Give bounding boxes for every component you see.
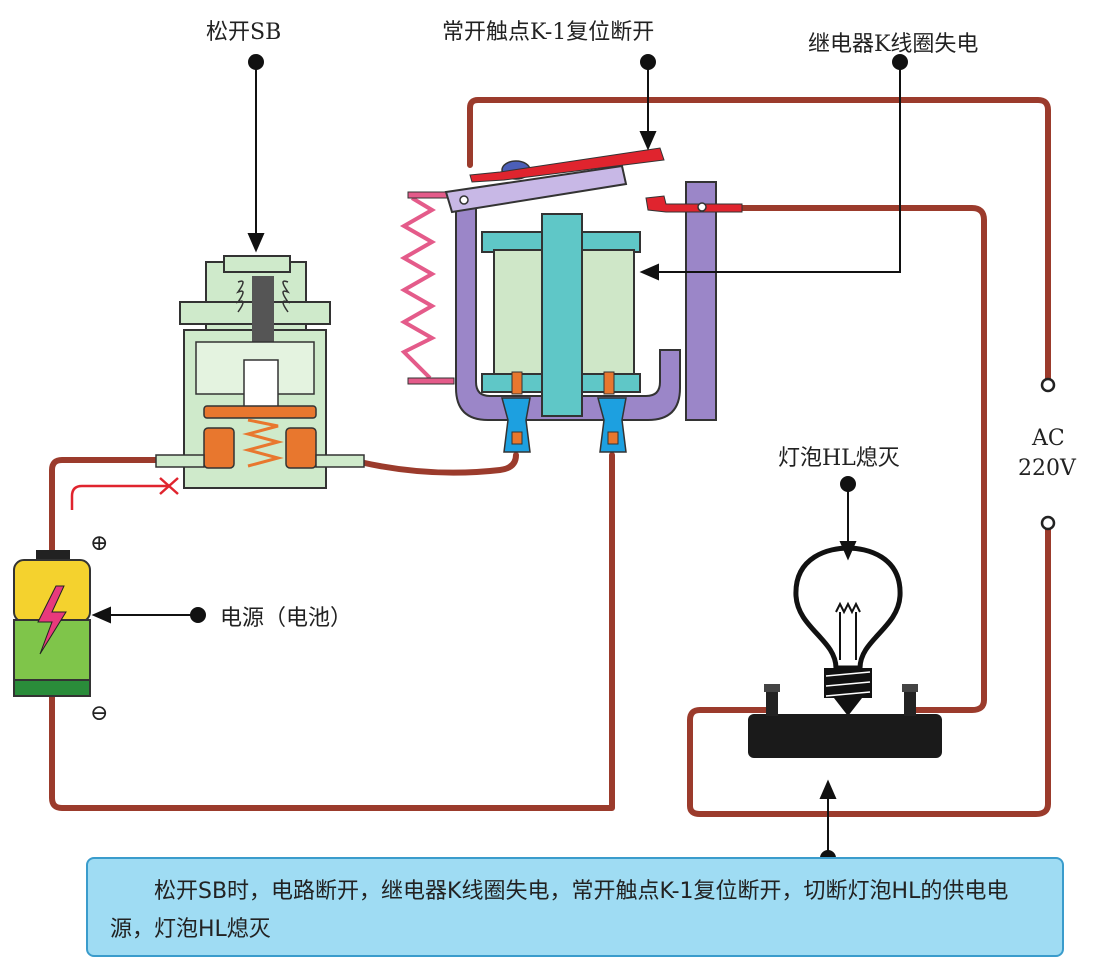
wire-battery-to-switch	[49, 457, 163, 558]
lamp-hl	[748, 545, 942, 758]
label-switch-released: 松开SB	[206, 20, 282, 45]
wire-movable-contact-top	[467, 97, 1051, 383]
caption-text: 松开SB时，电路断开，继电器K线圈失电，常开触点K-1复位断开，切断灯泡HL的供…	[110, 879, 1009, 942]
switch-terminal-left	[155, 454, 205, 468]
lamp-filament	[835, 601, 861, 660]
wire-lamp-left	[687, 525, 1051, 817]
ac-terminal-top	[1040, 377, 1056, 393]
relay-coil-right	[573, 249, 635, 377]
switch-contact-right	[285, 427, 317, 469]
label-coil-deenergized: 继电器K线圈失电	[808, 32, 979, 57]
wire-fixed-contact-to-lamp	[739, 205, 987, 713]
lamp-bulb-glass	[793, 545, 903, 671]
lightning-icon	[37, 585, 67, 655]
label-voltage: 220V	[1018, 456, 1076, 481]
caption-box: 松开SB时，电路断开，继电器K线圈失电，常开触点K-1复位断开，切断灯泡HL的供…	[86, 857, 1064, 957]
relay-yoke	[455, 204, 681, 421]
switch-bridge-contact	[203, 405, 317, 419]
switch-contact-left	[203, 427, 235, 469]
relay-return-spring	[399, 196, 437, 380]
ac-terminal-bottom	[1040, 515, 1056, 531]
relay-fixed-contact	[645, 195, 743, 213]
label-contact-reset: 常开触点K-1复位断开	[442, 20, 655, 45]
wire-relay-to-battery	[49, 452, 615, 811]
relay-fixed-arm	[685, 181, 717, 421]
switch-button-top	[223, 255, 291, 273]
switch-terminal-right	[315, 454, 365, 468]
relay-iron-core	[541, 213, 583, 417]
switch-stem	[243, 359, 279, 409]
x-mark-icon	[159, 477, 179, 495]
lamp-socket-base	[748, 714, 942, 758]
switch-plunger	[252, 276, 274, 360]
label-lamp-off: 灯泡HL熄灭	[778, 446, 900, 471]
switch-lower-spring	[242, 418, 284, 468]
relay-coil-terminals	[501, 397, 627, 453]
relay-k	[399, 147, 743, 453]
leader-lines	[91, 54, 908, 866]
switch-spring	[235, 280, 291, 313]
label-power-source: 电源（电池）	[220, 606, 353, 631]
label-ac: AC	[1032, 426, 1065, 451]
battery-minus-icon: ⊖	[90, 701, 109, 726]
battery	[13, 550, 91, 697]
relay-movable-contact	[469, 147, 665, 183]
battery-base	[13, 679, 91, 697]
wires	[49, 97, 1051, 817]
broken-wire-mark	[70, 477, 179, 510]
relay-armature	[444, 164, 628, 214]
wire-switch-to-relay	[357, 452, 519, 476]
battery-plus-icon: ⊕	[90, 531, 109, 556]
switch-sb	[155, 255, 365, 489]
